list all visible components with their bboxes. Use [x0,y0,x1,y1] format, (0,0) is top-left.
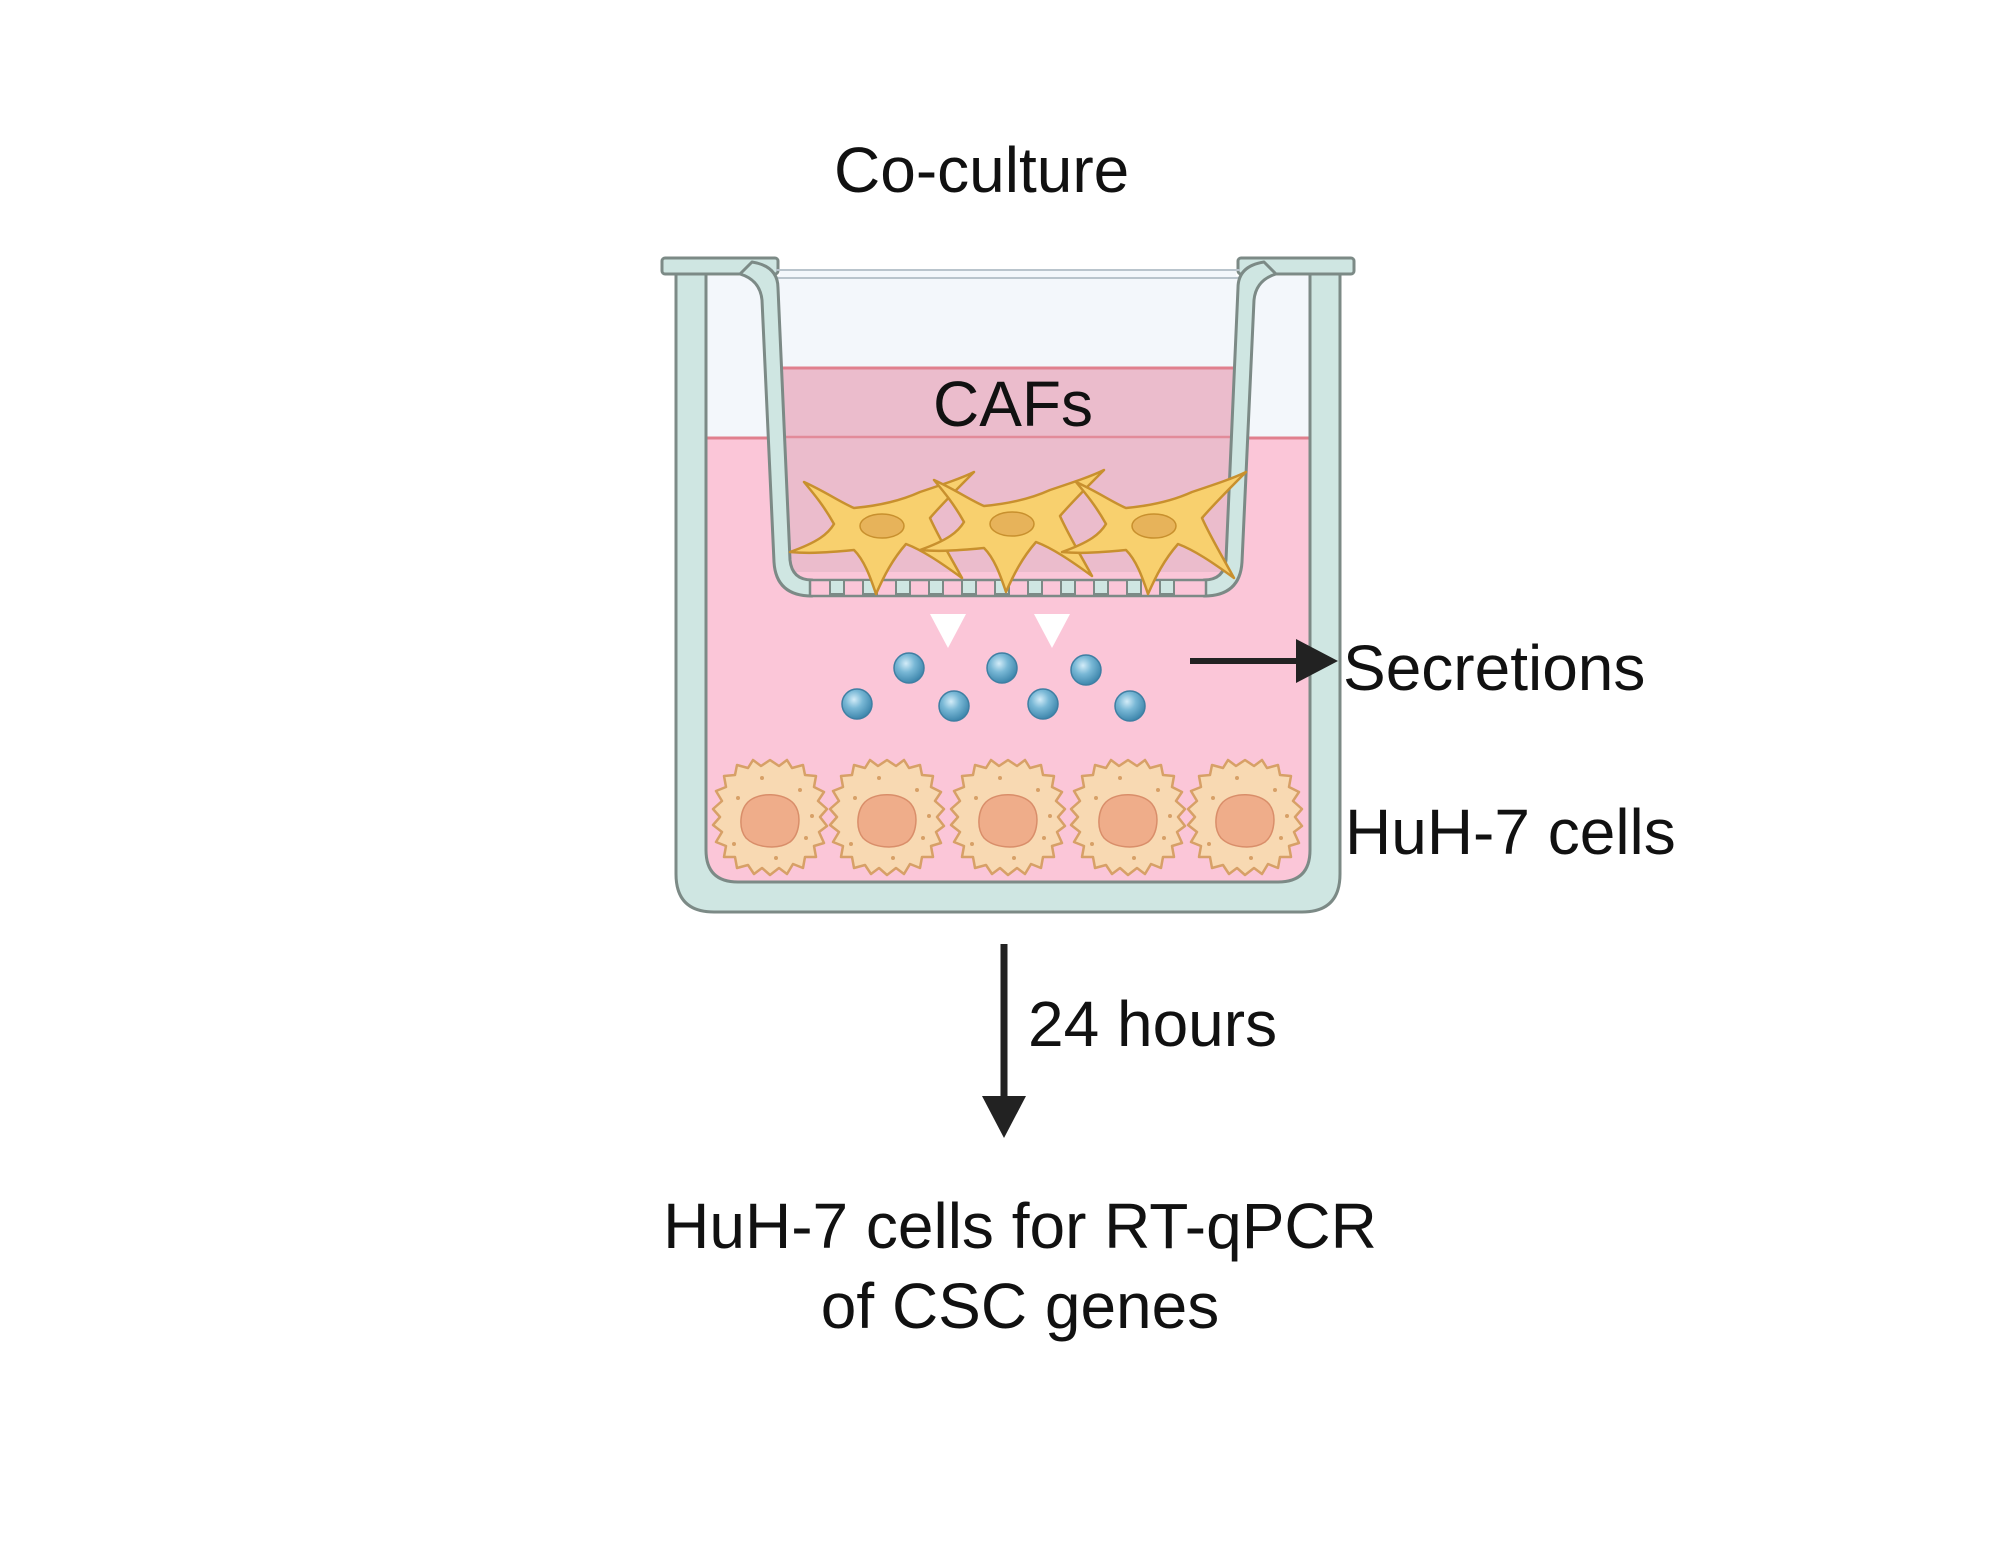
insert-air-space [780,270,1236,370]
time-arrow-head [982,1096,1026,1138]
white-triangle-icon [1034,614,1070,648]
secretion-molecule-icon [938,690,970,722]
secretions-arrow-head [1296,639,1338,683]
secretion-molecule-icon [893,652,925,684]
result-line-2: of CSC genes [820,1270,1220,1342]
huh7-cells-label: HuH-7 cells [1345,796,1676,868]
white-triangle-icon [930,614,966,648]
secretion-molecule-icon [1070,654,1102,686]
huh7-cell-icon [1069,758,1187,877]
huh7-cell-icon [828,758,946,877]
cafs-label: CAFs [933,368,1093,440]
duration-label: 24 hours [1028,988,1278,1060]
secretions-group [841,652,1146,722]
secretion-molecule-icon [986,652,1018,684]
huh7-cell-icon [949,758,1067,877]
diagram-title: Co-culture [834,134,1130,206]
secretions-label: Secretions [1343,632,1646,704]
result-line-1: HuH-7 cells for RT-qPCR [663,1190,1377,1262]
secretion-molecule-icon [1027,688,1059,720]
huh7-cell-icon [711,758,829,877]
secretion-molecule-icon [841,688,873,720]
secretion-molecule-icon [1114,690,1146,722]
result-label: HuH-7 cells for RT-qPCR of CSC genes [640,1186,1400,1346]
huh7-cell-icon [1186,758,1304,877]
